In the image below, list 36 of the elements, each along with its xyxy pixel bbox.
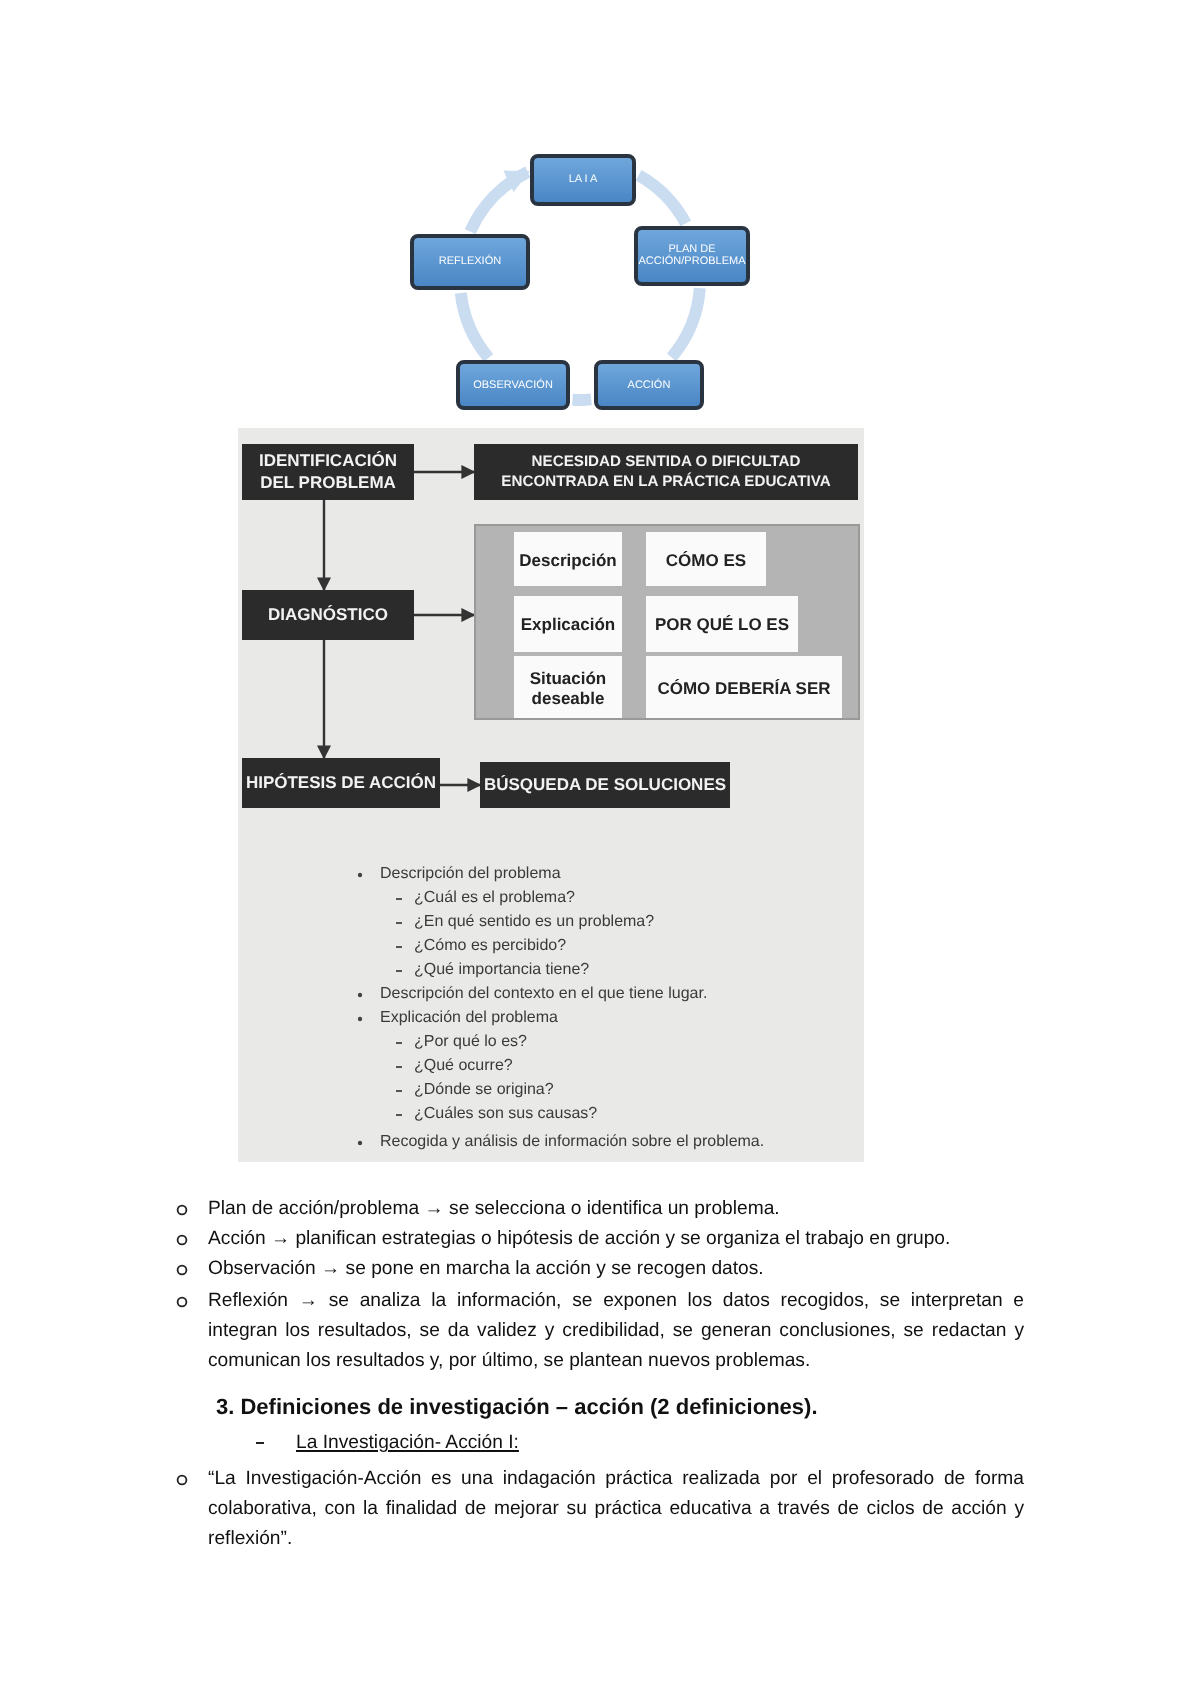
list-item: ¿Por qué lo es? <box>414 1032 527 1052</box>
table-cell: Descripción <box>514 532 622 586</box>
subheading: La Investigación- Acción I: <box>296 1430 519 1458</box>
section-heading: 3. Definiciones de investigación – acción (2 definiciones). <box>216 1394 818 1424</box>
arrow <box>317 500 331 592</box>
list-item: ¿Cuáles son sus causas? <box>414 1104 598 1124</box>
paragraph: Reflexión → se analiza la información, se exponen los datos recogidos, se interpretan e integran los resultados, se da validez y credibilidad, se generan conclusiones, se redactan y comunican los resultados y, por último, se plantean nuevos problemas. <box>208 1288 1024 1376</box>
table-cell: Situación deseable <box>514 656 622 718</box>
list-item: Plan de acción/problema → se selecciona o identifica un problema. <box>208 1196 780 1224</box>
process-box: BÚSQUEDA DE SOLUCIONES <box>480 762 730 808</box>
list-item: Observación → se pone en marcha la acción y se recogen datos. <box>208 1256 764 1284</box>
list-item: ¿Qué ocurre? <box>414 1056 513 1076</box>
table-cell: POR QUÉ LO ES <box>646 596 798 652</box>
panel-box <box>474 524 860 720</box>
arrow <box>440 778 482 792</box>
list-item: ¿Dónde se origina? <box>414 1080 554 1100</box>
cycle-arrow <box>464 166 531 235</box>
process-box: HIPÓTESIS DE ACCIÓN <box>242 758 440 808</box>
list-item: Descripción del problema <box>380 864 561 884</box>
table-cell: Explicación <box>514 596 622 652</box>
list-item: Recogida y análisis de información sobre el problema. <box>380 1132 765 1152</box>
table-cell: CÓMO ES <box>646 532 766 586</box>
list-item: Acción → planifican estrategias o hipótesis de acción y se organiza el trabajo en grupo. <box>208 1226 951 1254</box>
list-item: Explicación del problema <box>380 1008 558 1028</box>
list-item: ¿Qué importancia tiene? <box>414 960 590 980</box>
list-item: Descripción del contexto en el que tiene lugar. <box>380 984 708 1004</box>
arrow <box>414 608 476 622</box>
table-cell: CÓMO DEBERÍA SER <box>646 656 842 718</box>
arrow <box>317 640 331 760</box>
arrow <box>414 465 476 479</box>
list-item: ¿En qué sentido es un problema? <box>414 912 655 932</box>
list-item: ¿Cómo es percibido? <box>414 936 567 956</box>
process-box: IDENTIFICACIÓN DEL PROBLEMA <box>242 444 414 500</box>
process-box: DIAGNÓSTICO <box>242 590 414 640</box>
list-item: ¿Cuál es el problema? <box>414 888 575 908</box>
paragraph: “La Investigación-Acción es una indagación práctica realizada por el profesorado de forma colaborativa, con la finalidad de mejorar su práctica educativa a través de ciclos de acción y reflexión”. <box>208 1466 1024 1554</box>
